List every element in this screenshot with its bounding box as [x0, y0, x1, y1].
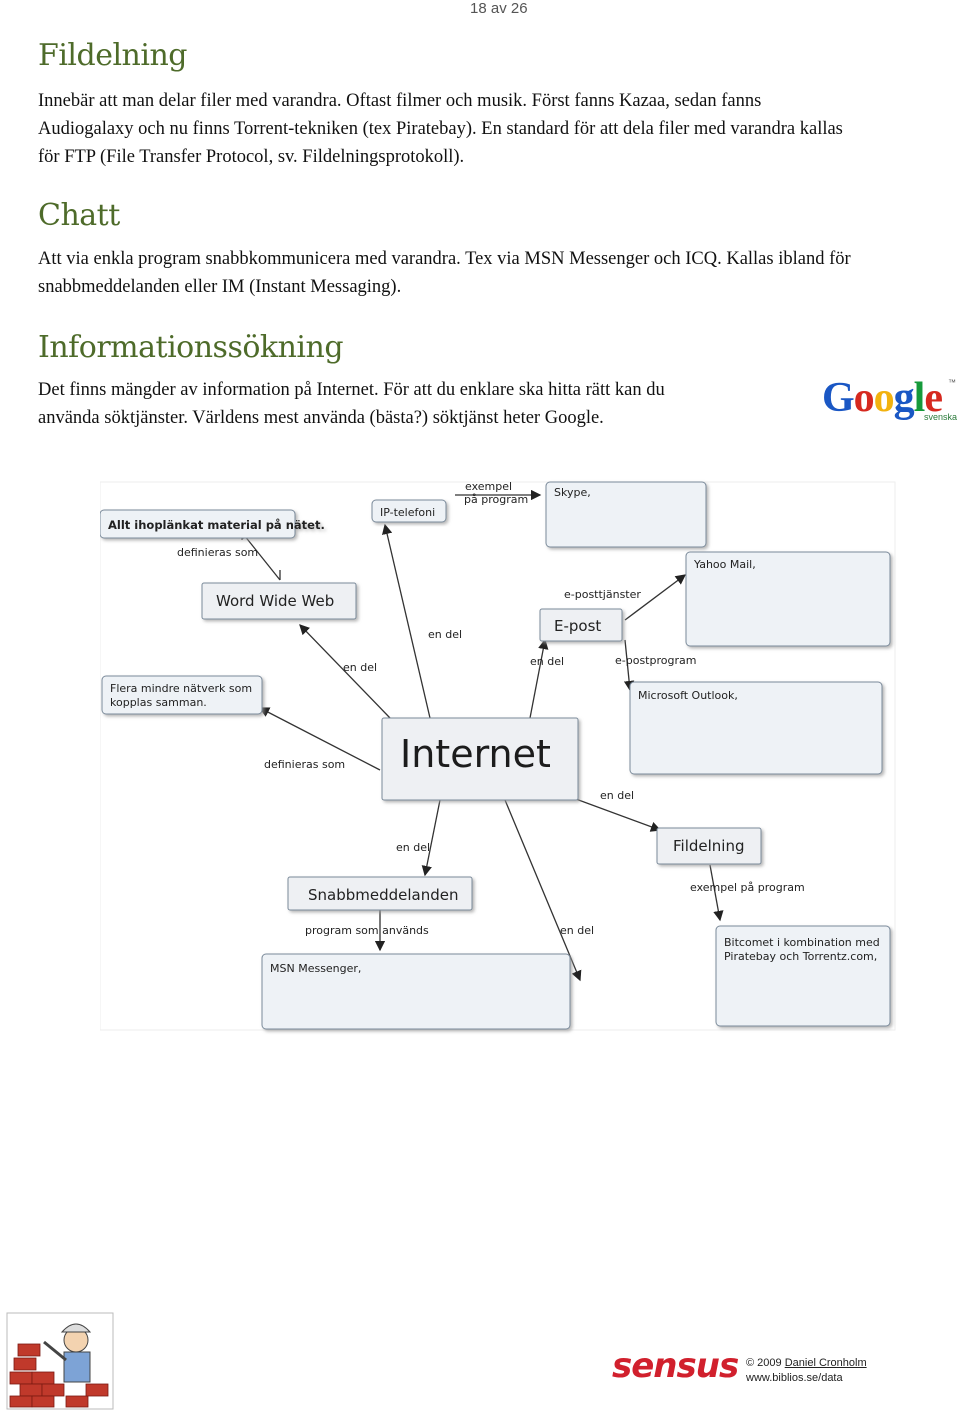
link-label: definieras som	[177, 546, 258, 559]
link-label: exempel på program	[690, 881, 805, 894]
link-label: program som används	[305, 924, 429, 937]
box-outlook: Microsoft Outlook,	[629, 681, 883, 775]
builder-illustration	[6, 1312, 114, 1410]
google-wordmark: Google	[822, 374, 943, 422]
box-www-text: Word Wide Web	[216, 592, 334, 610]
box-snabb: Snabbmeddelanden	[287, 876, 473, 911]
box-yahoo: Yahoo Mail,	[685, 551, 891, 647]
box-bitcomet-text-1: Bitcomet i kombination med	[724, 936, 880, 949]
footer-url[interactable]: www.biblios.se/data	[746, 1372, 843, 1384]
text-line: använda söktjänster. Världens mest använ…	[38, 408, 604, 428]
box-msn-text: MSN Messenger,	[270, 962, 361, 975]
google-tm: ™	[948, 378, 956, 387]
box-flera-text-2: kopplas samman.	[110, 696, 207, 709]
paragraph-fildelning: Innebär att man delar filer med varandra…	[38, 87, 958, 171]
link-label: exempel	[465, 480, 512, 493]
link-label: en del	[560, 924, 594, 937]
google-logo: Google ™ svenska	[820, 374, 960, 430]
page-number: 18 av 26	[470, 0, 528, 17]
paragraph-informationssokning: Det finns mängder av information på Inte…	[38, 376, 798, 432]
paragraph-chatt: Att via enkla program snabbkommunicera m…	[38, 245, 958, 301]
box-bitcomet-text-2: Piratebay och Torrentz.com,	[724, 950, 877, 963]
google-letter: e	[924, 375, 943, 421]
google-letter: G	[822, 375, 855, 421]
google-letter: o	[873, 375, 895, 421]
text-line: Audiogalaxy och nu finns Torrent-teknike…	[38, 119, 843, 139]
box-yahoo-text: Yahoo Mail,	[693, 558, 756, 571]
link-label: en del	[343, 661, 377, 674]
heading-chatt: Chatt	[38, 198, 120, 233]
box-snabb-text: Snabbmeddelanden	[308, 886, 459, 904]
text-line: Att via enkla program snabbkommunicera m…	[38, 249, 851, 269]
link-label: definieras som	[264, 758, 345, 771]
box-internet: Internet	[381, 717, 579, 801]
link-label: på program	[464, 493, 528, 506]
sensus-logo: sensus	[612, 1346, 739, 1386]
heading-informationssokning: Informationssökning	[38, 330, 344, 365]
text-line: Innebär att man delar filer med varandra…	[38, 91, 762, 111]
box-fildelning: Fildelning	[656, 827, 762, 865]
link-label: e-postprogram	[615, 654, 696, 667]
footer-copyright: © 2009	[746, 1357, 782, 1369]
box-flera-text-1: Flera mindre nätverk som	[110, 682, 252, 695]
box-www: Word Wide Web	[201, 582, 357, 620]
link-label: en del	[428, 628, 462, 641]
box-bitcomet: Bitcomet i kombination med Piratebay och…	[715, 925, 891, 1027]
heading-fildelning: Fildelning	[38, 38, 188, 73]
google-letter: g	[893, 375, 915, 421]
footer-copyright-line: © 2009 Daniel Cronholm	[746, 1356, 867, 1371]
link-labels: definieras som exempel på program e-post…	[177, 480, 805, 937]
footer-author-link[interactable]: Daniel Cronholm	[784, 1357, 867, 1369]
google-sub: svenska	[924, 412, 958, 422]
box-epost-text: E-post	[554, 617, 601, 635]
footer-credits: © 2009 Daniel Cronholm www.biblios.se/da…	[746, 1356, 867, 1386]
link-label: en del	[396, 841, 430, 854]
text-line: snabbmeddelanden eller IM (Instant Messa…	[38, 277, 402, 297]
box-outlook-text: Microsoft Outlook,	[638, 689, 738, 702]
box-skype-text: Skype,	[554, 486, 591, 499]
box-skype: Skype,	[545, 481, 707, 548]
text-line: Det finns mängder av information på Inte…	[38, 380, 665, 400]
box-internet-text: Internet	[400, 732, 551, 776]
box-ip: IP-telefoni	[371, 499, 447, 523]
link-label: e-posttjänster	[564, 588, 641, 601]
box-msn: MSN Messenger,	[261, 953, 571, 1030]
concept-map: Allt ihoplänkat material på nätet. Word …	[100, 480, 896, 1031]
google-letter: l	[913, 375, 926, 421]
box-fildelning-text: Fildelning	[673, 837, 745, 855]
link-label: en del	[530, 655, 564, 668]
google-letter: o	[853, 375, 875, 421]
box-flera: Flera mindre nätverk som kopplas samman.	[101, 675, 263, 715]
box-allt-text: Allt ihoplänkat material på nätet.	[108, 518, 325, 532]
box-epost: E-post	[539, 608, 623, 642]
box-ip-text: IP-telefoni	[380, 506, 435, 519]
box-allt: Allt ihoplänkat material på nätet.	[100, 509, 325, 539]
text-line: för FTP (File Transfer Protocol, sv. Fil…	[38, 147, 465, 167]
link-label: en del	[600, 789, 634, 802]
